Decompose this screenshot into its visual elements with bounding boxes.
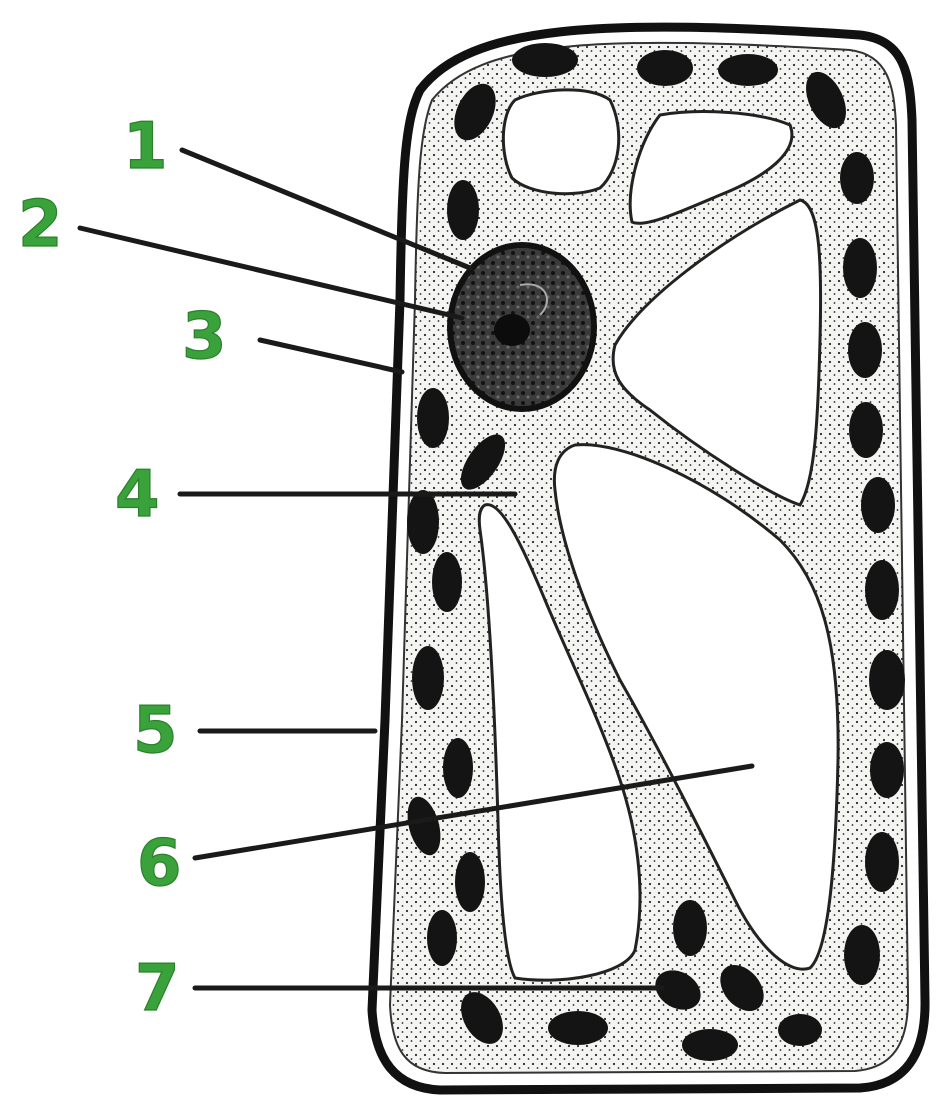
label-5: 5 (133, 694, 178, 768)
chloroplast (673, 900, 707, 956)
chloroplast (870, 742, 904, 798)
label-6: 6 (137, 827, 182, 901)
label-7: 7 (135, 952, 180, 1026)
chloroplast (861, 477, 895, 533)
chloroplast (407, 490, 439, 554)
chloroplast (869, 650, 905, 710)
label-1: 1 (123, 110, 168, 184)
chloroplast (637, 50, 693, 86)
chloroplast (412, 646, 444, 710)
chloroplast (844, 925, 880, 985)
chloroplast (865, 832, 899, 892)
chloroplast (455, 852, 485, 912)
chloroplast (865, 560, 899, 620)
chloroplast (848, 322, 882, 378)
label-4: 4 (115, 458, 160, 532)
chloroplast (849, 402, 883, 458)
chloroplast (443, 738, 473, 798)
chloroplast (840, 152, 874, 204)
label-2: 2 (18, 188, 63, 262)
chloroplast (427, 910, 457, 966)
chloroplast (432, 552, 462, 612)
chloroplast (447, 180, 479, 240)
vacuole-top-small (503, 90, 618, 194)
chloroplast (682, 1029, 738, 1061)
label-3: 3 (182, 300, 227, 374)
chloroplast (512, 43, 578, 77)
chloroplast (548, 1011, 608, 1045)
chloroplast (843, 238, 877, 298)
nucleolus (494, 314, 530, 346)
chloroplast (718, 54, 778, 86)
chloroplast (417, 388, 449, 448)
chloroplast (778, 1014, 822, 1046)
leader-line-3 (260, 340, 402, 372)
